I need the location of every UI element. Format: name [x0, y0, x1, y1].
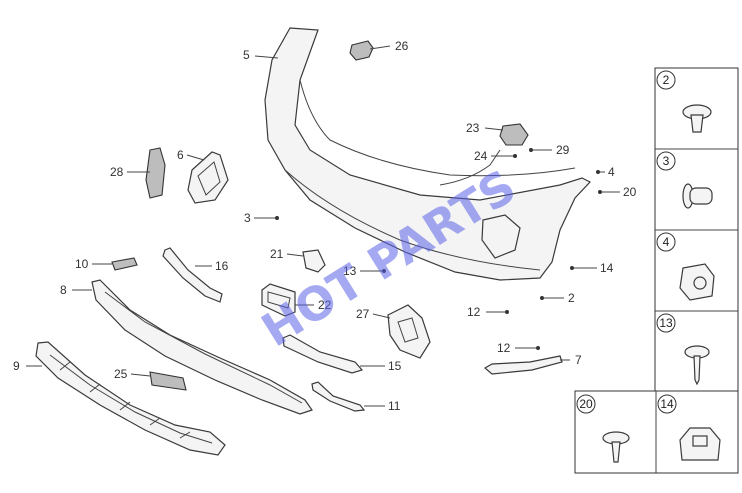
callout-12-b: 12: [497, 341, 511, 355]
callout-16: 16: [215, 259, 229, 273]
callout-12-a: 12: [467, 305, 481, 319]
callout-8: 8: [60, 283, 67, 297]
callout-6: 6: [177, 148, 184, 162]
callout-10: 10: [75, 257, 89, 271]
bumper-cover: [264, 27, 591, 281]
part-9-grille: [35, 341, 226, 456]
callout-9: 9: [13, 359, 20, 373]
callout-2: 2: [568, 291, 575, 305]
part-23-bracket: [499, 123, 529, 146]
callout-21: 21: [270, 247, 284, 261]
fastener-3-icon: [682, 183, 713, 209]
callout-26: 26: [395, 39, 409, 53]
part-10-clip: [111, 257, 138, 271]
part-8-lower-bar: [91, 279, 313, 415]
fastener-legend-right: 2 3 4 13: [654, 67, 739, 392]
legend-label-2: 2: [663, 73, 670, 87]
callout-25: 25: [114, 367, 128, 381]
callout-28: 28: [110, 165, 124, 179]
callout-11: 11: [388, 399, 401, 413]
fastener-14-icon: [679, 427, 721, 461]
fastener-20-icon: [602, 431, 630, 463]
callout-4: 4: [608, 165, 615, 179]
part-21-cover: [302, 249, 326, 273]
callout-15: 15: [388, 359, 402, 373]
callout-20: 20: [623, 185, 637, 199]
legend-label-14: 14: [660, 397, 674, 411]
callout-7: 7: [575, 353, 582, 367]
part-22-frame: [261, 283, 296, 317]
part-28-lamp: [145, 147, 166, 199]
callout-27: 27: [356, 307, 370, 321]
fastener-4-icon: [679, 263, 715, 301]
fastener-2-icon: [682, 104, 712, 133]
part-25-cover: [149, 371, 187, 391]
part-6-bracket: [187, 151, 229, 204]
small-clips: [275, 148, 602, 350]
callout-14: 14: [600, 261, 614, 275]
callout-24: 24: [474, 149, 488, 163]
part-26-bracket: [349, 40, 374, 61]
part-27-frame: [387, 304, 431, 359]
callout-29: 29: [556, 143, 570, 157]
part-15-strip: [282, 334, 364, 374]
fastener-legend-bottom: 20 14: [574, 390, 739, 474]
callout-labels: 5 26 6 28 23 24 29 4 20 3 21 13 14 2 12 …: [13, 39, 637, 413]
part-7-strip: [483, 355, 563, 375]
legend-label-3: 3: [663, 154, 670, 168]
callout-22: 22: [318, 298, 332, 312]
callout-5: 5: [243, 48, 250, 62]
legend-label-4: 4: [663, 235, 670, 249]
callout-3: 3: [244, 211, 251, 225]
fastener-13-icon: [684, 345, 710, 386]
part-16-strip: [162, 247, 223, 303]
callout-13: 13: [343, 264, 357, 278]
callout-23: 23: [466, 121, 480, 135]
part-11-strip: [311, 381, 366, 412]
legend-label-13: 13: [659, 316, 673, 330]
legend-label-20: 20: [579, 397, 593, 411]
leader-lines: [26, 45, 620, 407]
